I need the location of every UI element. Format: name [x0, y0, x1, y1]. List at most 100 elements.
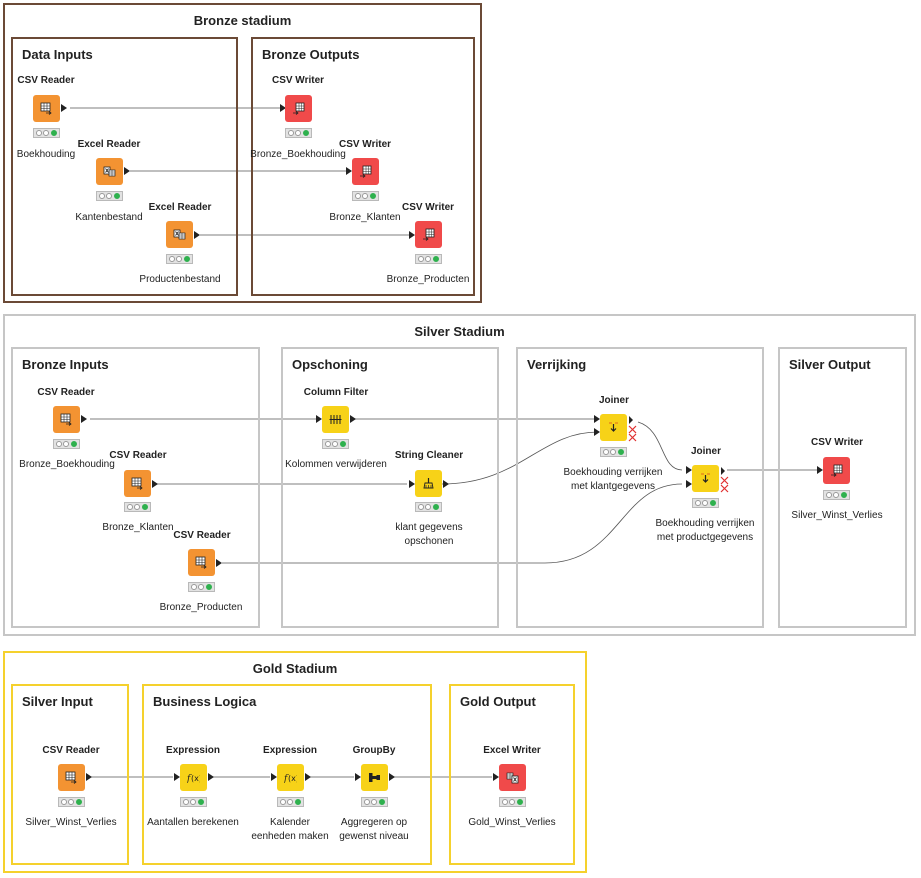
csv-writer-icon[interactable] [823, 457, 850, 484]
csv-reader-icon[interactable] [188, 549, 215, 576]
input-port[interactable] [409, 231, 415, 239]
node-type: Expression [263, 745, 317, 756]
input-port[interactable] [817, 466, 823, 474]
node-type: CSV Reader [173, 530, 231, 541]
svg-text:f: f [187, 774, 192, 784]
input-port[interactable] [686, 466, 692, 474]
csv-reader-icon[interactable] [58, 764, 85, 791]
input-port[interactable] [409, 480, 415, 488]
status-indicator [188, 582, 215, 592]
node-label: Gold_Winst_Verlies [468, 817, 556, 828]
status-indicator [823, 490, 850, 500]
node-type: CSV Reader [37, 387, 95, 398]
excel-reader-icon[interactable] [166, 221, 193, 248]
group-title: Bronze Inputs [22, 357, 109, 372]
csv-reader-icon[interactable] [53, 406, 80, 433]
node-label: Bronze_Boekhouding [250, 149, 346, 160]
svg-text:(x): (x) [288, 774, 297, 783]
node-label: Bronze_Producten [386, 274, 470, 285]
status-indicator [361, 797, 388, 807]
node-label: Silver_Winst_Verlies [791, 510, 883, 521]
output-port[interactable] [152, 480, 158, 488]
status-indicator [600, 447, 627, 457]
output-port[interactable] [208, 773, 214, 781]
output-port[interactable] [81, 415, 87, 423]
input-port[interactable] [174, 773, 180, 781]
joiner-output-ports-icon[interactable] [720, 465, 730, 493]
silver-input-group: Silver Input [11, 684, 129, 865]
input-port[interactable] [594, 415, 600, 423]
broom-icon[interactable] [415, 470, 442, 497]
status-indicator [53, 439, 80, 449]
bronze-stadium-title: Bronze stadium [193, 13, 292, 28]
output-port[interactable] [124, 167, 130, 175]
bronze-outputs-group: Bronze Outputs [251, 37, 475, 296]
output-port[interactable] [443, 480, 449, 488]
node-type: Column Filter [303, 387, 369, 398]
group-title: Silver Output [789, 357, 871, 372]
joiner-icon[interactable] [600, 414, 627, 441]
output-port[interactable] [194, 231, 200, 239]
input-port[interactable] [280, 104, 286, 112]
svg-text:f: f [284, 774, 289, 784]
node-type: CSV Writer [401, 202, 455, 213]
status-indicator [499, 797, 526, 807]
output-port[interactable] [305, 773, 311, 781]
group-title: Gold Output [460, 694, 536, 709]
input-port[interactable] [316, 415, 322, 423]
gold-output-group: Gold Output [449, 684, 575, 865]
status-indicator [277, 797, 304, 807]
bronze-inputs-group: Bronze Inputs [11, 347, 260, 628]
csv-reader-icon[interactable] [33, 95, 60, 122]
expression-icon[interactable]: f(x) [180, 764, 207, 791]
node-label: Boekhouding verrijken met klantgegevens [563, 467, 663, 492]
column-filter-icon[interactable] [322, 406, 349, 433]
output-port[interactable] [216, 559, 222, 567]
node-type: GroupBy [352, 745, 396, 756]
node-label: Boekhouding [16, 149, 76, 160]
node-type: Joiner [598, 395, 629, 406]
groupby-icon[interactable] [361, 764, 388, 791]
gold-stadium-title: Gold Stadium [252, 661, 338, 676]
node-label: Bronze_Producten [159, 602, 243, 613]
input-port[interactable] [594, 428, 600, 436]
excel-reader-icon[interactable] [96, 158, 123, 185]
status-indicator [33, 128, 60, 138]
joiner-icon[interactable] [692, 465, 719, 492]
node-label: Bronze_Klanten [329, 212, 401, 223]
group-title: Business Logica [153, 694, 257, 709]
expression-icon[interactable]: f(x) [277, 764, 304, 791]
wire [441, 431, 599, 485]
status-indicator [96, 191, 123, 201]
excel-writer-icon[interactable] [499, 764, 526, 791]
output-port[interactable] [61, 104, 67, 112]
input-port[interactable] [355, 773, 361, 781]
input-port[interactable] [271, 773, 277, 781]
input-port[interactable] [686, 480, 692, 488]
output-port[interactable] [86, 773, 92, 781]
node-label: klant gegevens opschonen [395, 522, 463, 547]
status-indicator [166, 254, 193, 264]
node-label: Boekhouding verrijken met productgegeven… [655, 518, 755, 543]
joiner-output-ports-icon[interactable] [628, 414, 638, 442]
node-label: Productenbestand [139, 274, 221, 285]
group-title: Silver Input [22, 694, 93, 709]
output-port[interactable] [350, 415, 356, 423]
status-indicator [692, 498, 719, 508]
group-title: Verrijking [527, 357, 587, 372]
node-label: Aggregeren op gewenst niveau [339, 817, 409, 842]
csv-reader-icon[interactable] [124, 470, 151, 497]
node-type: Joiner [690, 446, 721, 457]
csv-writer-icon[interactable] [352, 158, 379, 185]
status-indicator [415, 502, 442, 512]
csv-writer-icon[interactable] [415, 221, 442, 248]
input-port[interactable] [493, 773, 499, 781]
input-port[interactable] [346, 167, 352, 175]
status-indicator [124, 502, 151, 512]
business-logica-group: Business Logica [142, 684, 432, 865]
status-indicator [322, 439, 349, 449]
status-indicator [58, 797, 85, 807]
csv-writer-icon[interactable] [285, 95, 312, 122]
silver-output-group: Silver Output [778, 347, 907, 628]
output-port[interactable] [389, 773, 395, 781]
